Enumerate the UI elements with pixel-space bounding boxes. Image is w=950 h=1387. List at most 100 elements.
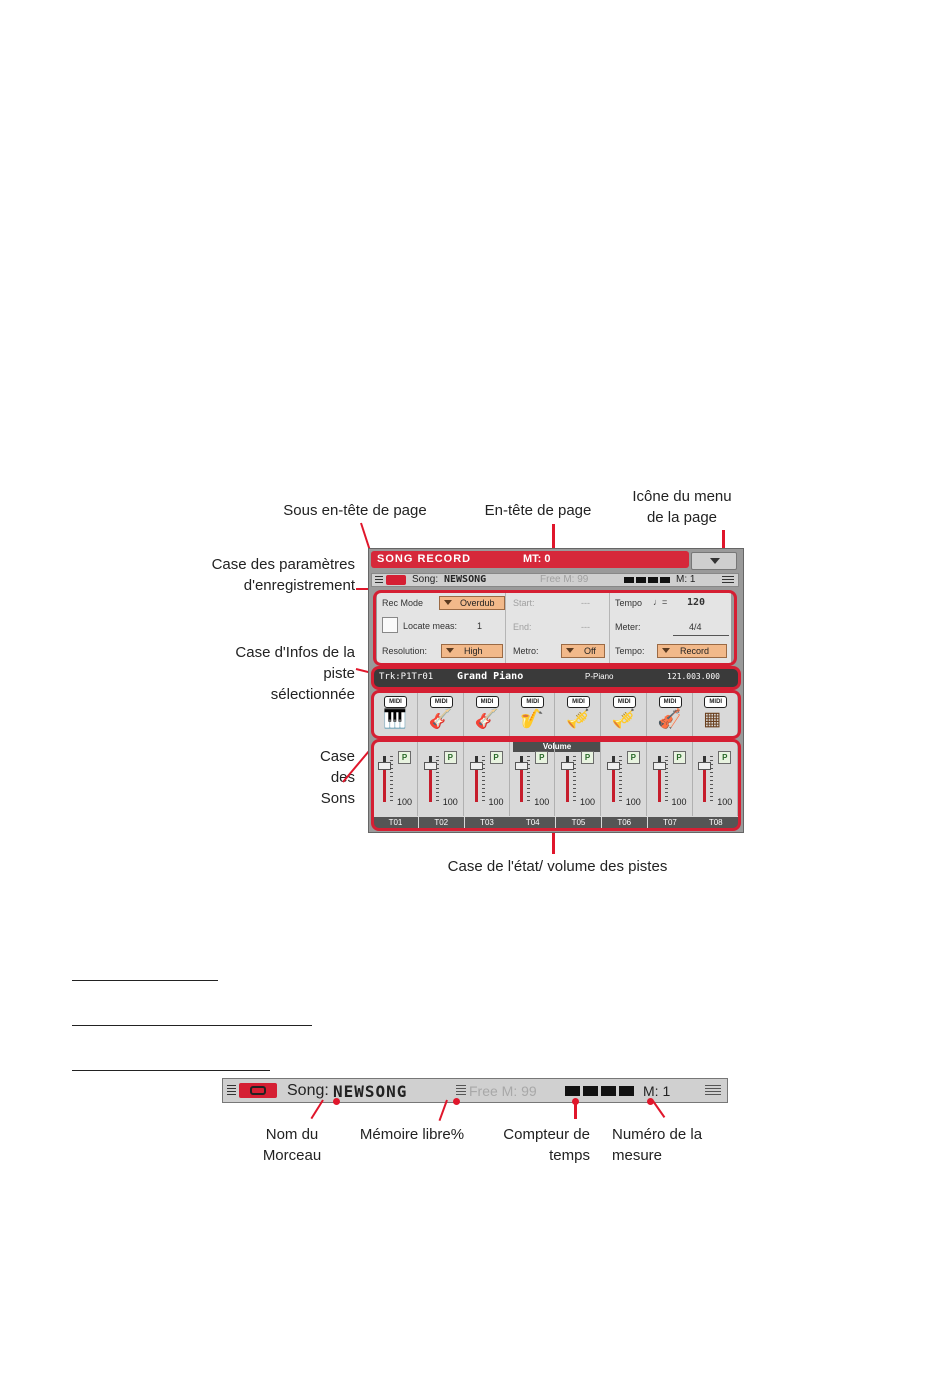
metro-dropdown[interactable]: Off bbox=[561, 644, 605, 658]
strings-icon: 🎻 bbox=[657, 709, 682, 730]
volume-value: 100 bbox=[397, 797, 413, 807]
track-channel: P 100 bbox=[693, 742, 739, 816]
leader-dot bbox=[333, 1098, 340, 1105]
fader-scale bbox=[390, 756, 393, 802]
leader-compteur bbox=[574, 1101, 577, 1119]
fader-scale bbox=[527, 756, 531, 802]
locate-checkbox[interactable] bbox=[382, 617, 398, 633]
leader-entete bbox=[552, 524, 555, 550]
locate-value[interactable]: 1 bbox=[477, 621, 483, 631]
track-name: T03 bbox=[464, 817, 510, 828]
locate-label: Locate meas: bbox=[403, 621, 458, 631]
fader-level bbox=[383, 766, 386, 802]
sound-code: 121.003.000 bbox=[667, 672, 720, 681]
track-channel: P 100 bbox=[648, 742, 693, 816]
sound-slot[interactable]: MIDI🎸 bbox=[419, 693, 464, 736]
label-case-etat: Case de l'état/ volume des pistes bbox=[447, 858, 668, 875]
end-value: --- bbox=[581, 622, 590, 632]
tempo-value[interactable]: 120 bbox=[687, 597, 706, 608]
chevron-down-icon bbox=[710, 558, 720, 564]
sound-slot[interactable]: MIDI🎸 bbox=[465, 693, 510, 736]
beat-counter bbox=[565, 1086, 635, 1096]
resolution-label: Resolution: bbox=[382, 646, 428, 656]
play-status-button[interactable]: P bbox=[718, 751, 732, 764]
fader-scale bbox=[481, 756, 485, 802]
rec-mode-dropdown[interactable]: Overdub bbox=[439, 596, 505, 610]
rec-mode-label: Rec Mode bbox=[382, 598, 424, 608]
sounds-frame bbox=[371, 690, 741, 739]
play-status-button[interactable]: P bbox=[398, 751, 411, 764]
track-channel: P 100 bbox=[373, 742, 418, 816]
play-status-button[interactable]: P bbox=[672, 751, 686, 764]
resolution-dropdown[interactable]: High bbox=[441, 644, 503, 658]
song-name: NEWSONG bbox=[444, 574, 487, 585]
volume-value: 100 bbox=[580, 797, 596, 807]
midi-badge: MIDI bbox=[567, 696, 590, 708]
track-info-bar[interactable]: Trk:P1Tr01 Grand Piano P-Piano 121.003.0… bbox=[373, 669, 739, 687]
track-channel: P 100 bbox=[419, 742, 464, 816]
leader-numero bbox=[652, 1100, 666, 1118]
page-header[interactable]: SONG RECORD MT: 0 bbox=[371, 551, 689, 568]
label-sous-entete: Sous en-tête de page bbox=[283, 502, 427, 519]
midi-badge: MIDI bbox=[384, 696, 407, 708]
leader-dot bbox=[453, 1098, 460, 1105]
page-menu-button[interactable] bbox=[691, 552, 737, 570]
label-memoire: Mémoire libre% bbox=[359, 1126, 465, 1143]
track-id: Trk:P1Tr01 bbox=[379, 672, 434, 682]
midi-badge: MIDI bbox=[612, 696, 636, 708]
mt-indicator: MT: 0 bbox=[523, 553, 551, 565]
volume-value: 100 bbox=[442, 797, 458, 807]
track-name: T05 bbox=[556, 817, 601, 828]
midi-badge: MIDI bbox=[475, 696, 499, 708]
volume-value: 100 bbox=[717, 797, 733, 807]
label-compteur: Compteur de temps bbox=[503, 1126, 590, 1164]
metro-label: Metro: bbox=[513, 646, 539, 656]
sound-slot[interactable]: MIDI🎻 bbox=[648, 693, 693, 736]
dropdown-arrow-icon bbox=[662, 648, 670, 653]
sound-slot[interactable]: MIDI🎺 bbox=[556, 693, 601, 736]
track-name: T07 bbox=[647, 817, 693, 828]
play-status-button[interactable]: P bbox=[581, 751, 594, 764]
sound-slot[interactable]: MIDI🎺 bbox=[602, 693, 647, 736]
fader-level bbox=[474, 766, 478, 802]
free-memory: Free M: 99 bbox=[469, 1083, 537, 1099]
sound-slot[interactable]: MIDI🎷 bbox=[510, 693, 556, 736]
fader-level bbox=[428, 766, 432, 802]
track-name: T04 bbox=[510, 817, 556, 828]
sax-icon: 🎷 bbox=[520, 709, 544, 730]
track-name: T06 bbox=[601, 817, 647, 828]
volume-value: 100 bbox=[488, 797, 504, 807]
trumpet-icon: 🎺 bbox=[566, 709, 590, 730]
volume-frame bbox=[371, 739, 741, 831]
fader-level bbox=[566, 766, 569, 802]
volume-value: 100 bbox=[625, 797, 641, 807]
leader-etat bbox=[552, 832, 555, 854]
dropdown-arrow-icon bbox=[566, 648, 574, 653]
fader-scale bbox=[573, 756, 576, 802]
play-status-button[interactable]: P bbox=[489, 751, 503, 764]
fader-level bbox=[611, 766, 615, 802]
fader-level bbox=[520, 766, 524, 802]
measure-number: M: 1 bbox=[643, 1083, 671, 1099]
song-name: NEWSONG bbox=[333, 1082, 408, 1101]
play-status-button[interactable]: P bbox=[443, 751, 457, 764]
meter-value[interactable]: 4/4 bbox=[689, 622, 702, 632]
tempo-mode-dropdown[interactable]: Record bbox=[657, 644, 727, 658]
measure-number: M: 1 bbox=[676, 574, 696, 585]
sound-slot[interactable]: MIDI🎹 bbox=[373, 693, 418, 736]
label-icone-menu: Icône du menu de la page bbox=[632, 488, 732, 526]
play-status-button[interactable]: P bbox=[626, 751, 640, 764]
sound-name: Grand Piano bbox=[457, 671, 524, 682]
end-label: End: bbox=[513, 622, 532, 632]
volume-value: 100 bbox=[671, 797, 687, 807]
horns-icon: 🎺 bbox=[611, 709, 636, 730]
beat-counter bbox=[624, 577, 670, 583]
label-case-param: Case des paramètres d'enregistrement bbox=[211, 556, 355, 594]
volume-value: 100 bbox=[534, 797, 550, 807]
track-name: T02 bbox=[418, 817, 464, 828]
sound-slot[interactable]: MIDI▦ bbox=[693, 693, 739, 736]
fader-scale bbox=[664, 756, 668, 802]
play-status-button[interactable]: P bbox=[535, 751, 549, 764]
volume-title: Volume bbox=[513, 742, 601, 752]
